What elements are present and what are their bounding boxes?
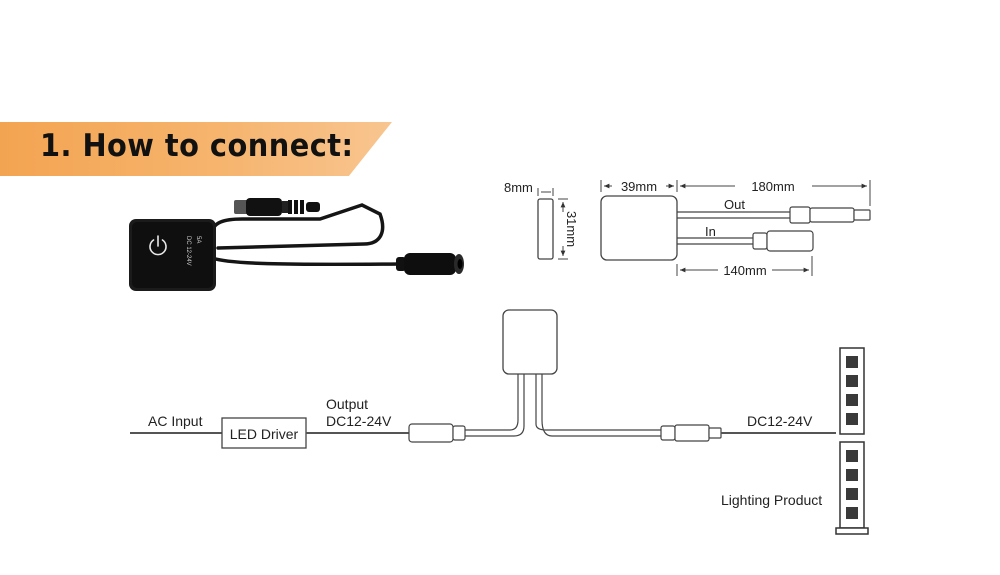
lighting-product-label: Lighting Product [721,492,822,508]
top-view-outline [600,195,678,261]
dc-female-plug [396,253,464,275]
dim-width-label: 39mm [621,179,657,194]
dc-voltage-label: DC12-24V [747,413,813,429]
product-cable-in [210,256,402,267]
side-view: 8mm 31mm [504,180,579,260]
dim-depth-label: 8mm [504,180,533,195]
led-driver-label: LED Driver [230,426,299,442]
output-voltage-label: DC12-24V [326,413,392,429]
wiring-diagram: AC Input LED Driver Output DC12-24V DC12… [130,309,869,535]
out-plug-body [809,207,855,223]
led-strip-base [835,527,869,535]
output-label: Output [326,396,368,412]
product-spec-text: DC 12-24V [185,236,191,266]
in-plug-body [766,230,814,252]
heading-banner [0,122,392,176]
product-cable-out [210,203,385,250]
input-plug [408,423,466,443]
ac-input-label: AC Input [148,413,203,429]
in-label: In [705,224,716,239]
dim-cable-in-label: 140mm [723,263,766,278]
led-driver-box [221,417,307,449]
in-plug-collar [752,232,768,250]
product-body: DC 12-24V 5A [129,219,216,291]
heading: 1. How to connect: [40,128,354,164]
led-strip [835,347,869,535]
out-label: Out [724,197,745,212]
side-view-outline [537,198,554,260]
output-plug [660,424,722,442]
power-icon [149,235,167,256]
out-plug-tip [853,209,871,221]
dc-male-plug [234,198,320,216]
out-plug-collar [789,206,811,224]
top-view: 39mm 180mm Out In 140mm [600,179,871,278]
dim-cable-out-label: 180mm [751,179,794,194]
switch-module [502,309,558,375]
dim-height-label: 31mm [564,211,579,247]
product-photo: DC 12-24V 5A [129,198,464,291]
product-current-text: 5A [195,236,201,243]
